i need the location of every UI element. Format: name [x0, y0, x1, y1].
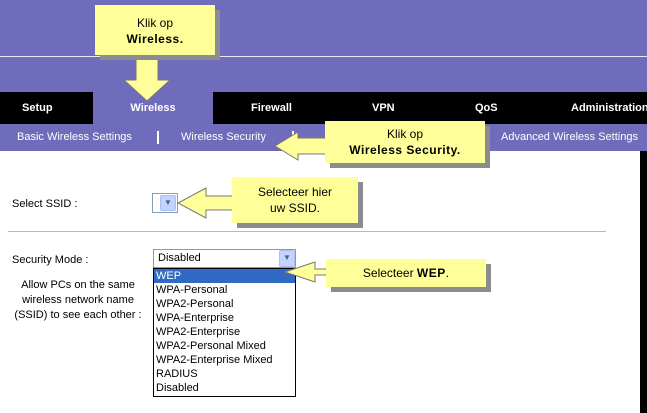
allow-desc-line: Allow PCs on the same — [21, 279, 135, 291]
callout-text: Selecteer hier — [257, 185, 333, 199]
callout-text: uw SSID. — [269, 201, 320, 215]
option-wpa2-personal-mixed[interactable]: WPA2-Personal Mixed — [156, 340, 266, 352]
tab-administration[interactable]: Administration — [571, 102, 647, 114]
callout-text: Klik op — [136, 16, 174, 30]
callout-text: . — [445, 266, 450, 280]
tab-firewall[interactable]: Firewall — [251, 102, 292, 114]
chevron-down-icon[interactable]: ▼ — [279, 250, 295, 267]
chevron-down-icon[interactable]: ▼ — [160, 195, 176, 211]
callout-click-wireless-security: Klik op Wireless Security. — [325, 121, 485, 163]
tab-vpn[interactable]: VPN — [372, 102, 395, 114]
select-ssid-label: Select SSID : — [12, 198, 78, 210]
main-nav: Setup Wireless Firewall VPN QoS Administ… — [0, 92, 647, 124]
subnav-advanced-wireless-settings[interactable]: Advanced Wireless Settings — [501, 131, 638, 143]
tab-qos[interactable]: QoS — [475, 102, 498, 114]
callout-text: WEP — [416, 266, 446, 280]
callout-click-wireless: Klik op Wireless. — [95, 5, 215, 55]
callout-select-wep: Selecteer WEP. — [326, 259, 486, 287]
security-mode-value: Disabled — [158, 252, 201, 264]
subnav-basic-wireless-settings[interactable]: Basic Wireless Settings — [17, 131, 132, 143]
tab-setup[interactable]: Setup — [22, 102, 53, 114]
option-disabled[interactable]: Disabled — [156, 382, 199, 394]
page-right-border — [640, 151, 647, 413]
option-radius[interactable]: RADIUS — [156, 368, 198, 380]
allow-desc-line: wireless network name — [22, 294, 134, 306]
option-wep[interactable]: WEP — [154, 269, 295, 283]
security-mode-options: WEP WPA-Personal WPA2-Personal WPA-Enter… — [153, 268, 296, 397]
callout-text: Klik op — [386, 127, 424, 141]
tab-wireless[interactable]: Wireless — [93, 92, 213, 124]
security-mode-select[interactable]: Disabled ▼ — [153, 249, 296, 268]
option-wpa2-enterprise-mixed[interactable]: WPA2-Enterprise Mixed — [156, 354, 273, 366]
allow-pcs-description: Allow PCs on the same wireless network n… — [8, 278, 148, 323]
header-divider — [0, 56, 647, 57]
option-wpa2-personal[interactable]: WPA2-Personal — [156, 298, 234, 310]
callout-select-ssid: Selecteer hier uw SSID. — [232, 177, 358, 223]
subnav-wireless-security[interactable]: Wireless Security — [181, 131, 266, 143]
callout-text: Selecteer — [362, 266, 417, 280]
security-mode-label: Security Mode : — [12, 254, 89, 266]
option-wpa-enterprise[interactable]: WPA-Enterprise — [156, 312, 235, 324]
callout-text: Wireless Security. — [349, 143, 461, 157]
option-wpa-personal[interactable]: WPA-Personal — [156, 284, 228, 296]
allow-desc-line: (SSID) to see each other : — [14, 309, 142, 321]
callout-text: Wireless. — [126, 32, 184, 46]
subnav-separator — [157, 131, 159, 144]
section-divider — [8, 231, 606, 232]
option-wpa2-enterprise[interactable]: WPA2-Enterprise — [156, 326, 241, 338]
